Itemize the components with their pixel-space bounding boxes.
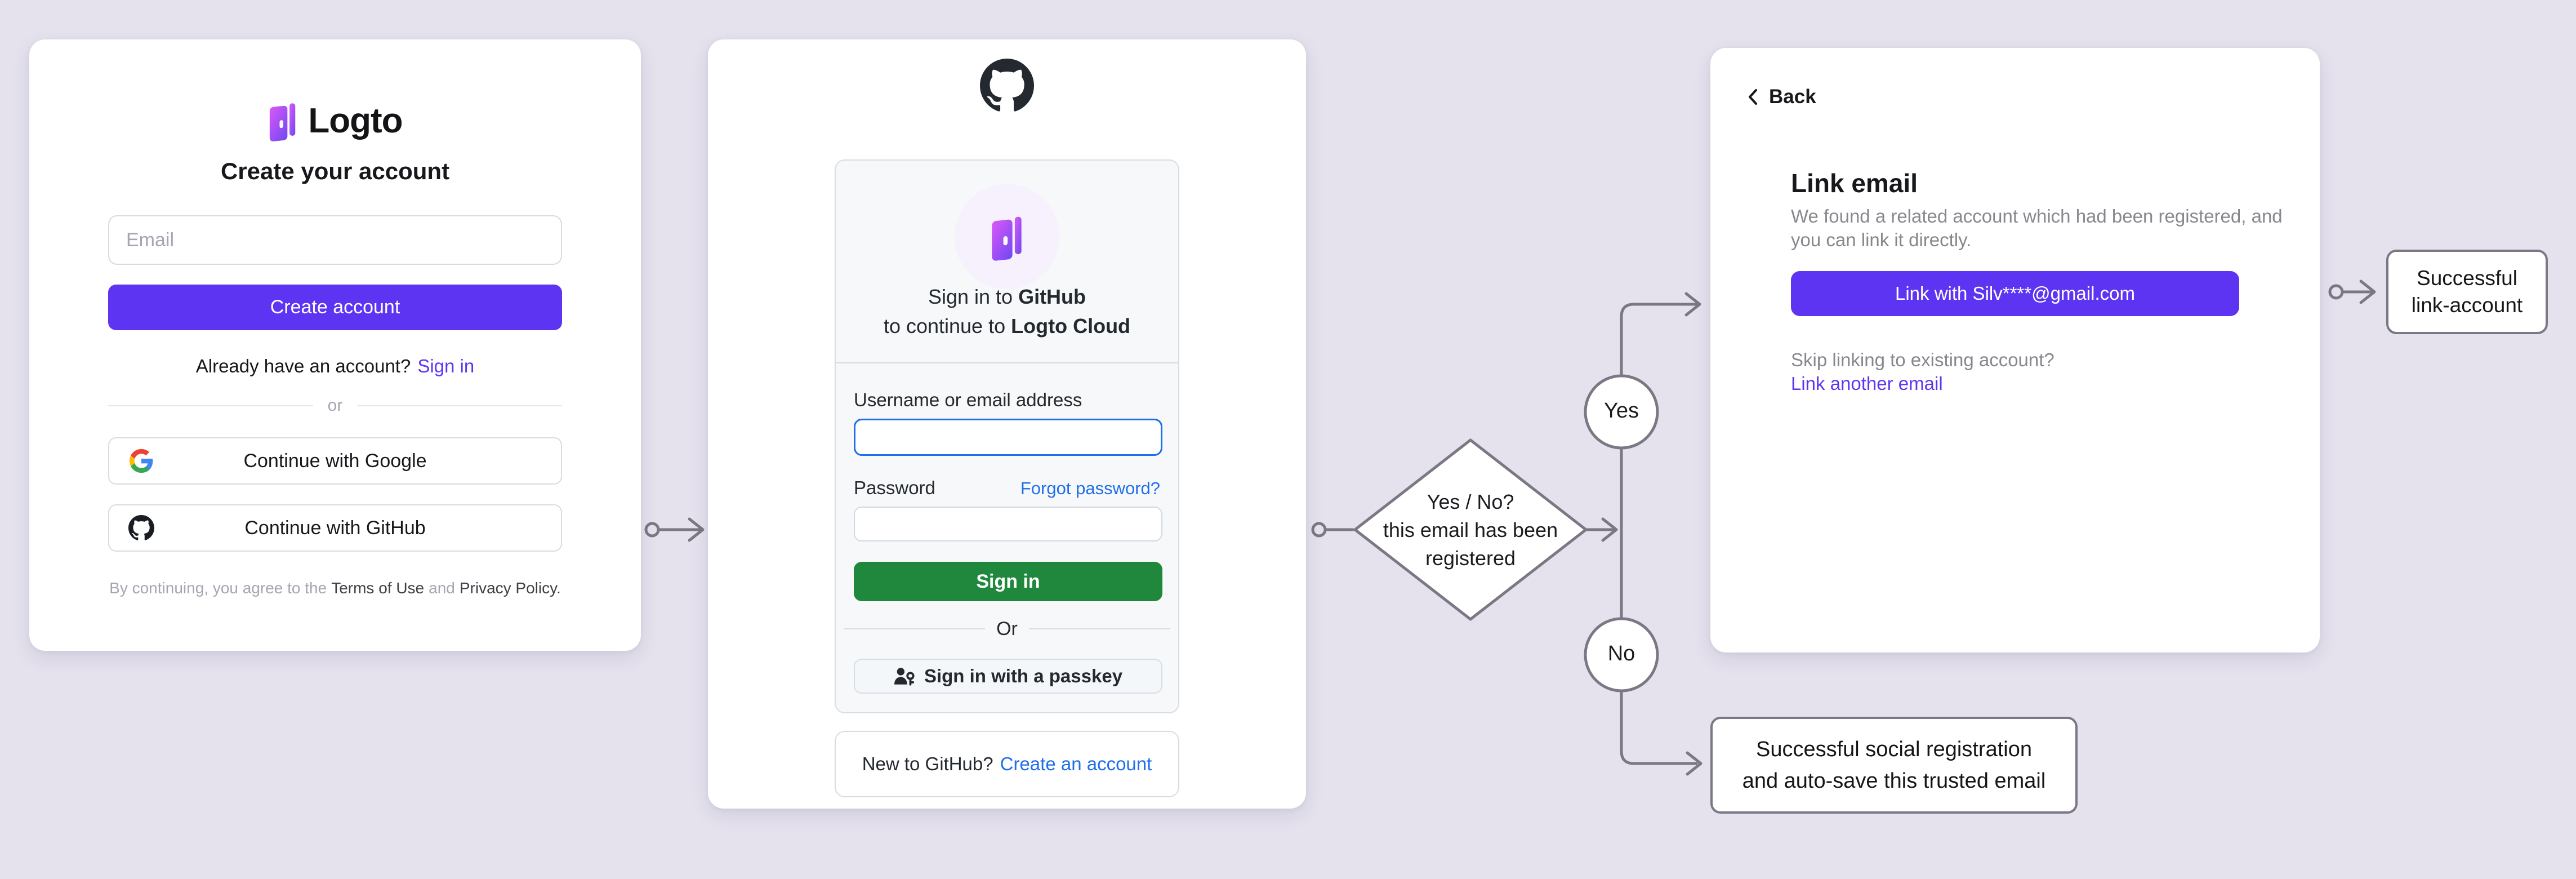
continue-with-github-button[interactable]: Continue with GitHub bbox=[108, 504, 562, 552]
app-avatar bbox=[955, 184, 1059, 289]
connector-right-to-outcome bbox=[2328, 279, 2376, 304]
connector-start-circle bbox=[2328, 284, 2344, 300]
create-an-account-link[interactable]: Create an account bbox=[1000, 753, 1152, 774]
divider-line bbox=[1028, 628, 1170, 629]
connector-start-circle bbox=[644, 522, 660, 538]
skip-linking-text: Skip linking to existing account? bbox=[1791, 349, 2054, 370]
username-input[interactable] bbox=[854, 419, 1162, 456]
link-another-email-link[interactable]: Link another email bbox=[1791, 373, 1943, 394]
username-label: Username or email address bbox=[854, 389, 1082, 410]
password-label: Password bbox=[854, 477, 935, 498]
continue-with-github-label: Continue with GitHub bbox=[244, 517, 426, 539]
signin-link[interactable]: Sign in bbox=[417, 356, 475, 376]
divider-line bbox=[108, 405, 313, 406]
footer-prompt-text: New to GitHub? bbox=[862, 753, 993, 774]
yes-node-label: Yes bbox=[1604, 399, 1639, 423]
logto-logo-text: Logto bbox=[308, 101, 403, 140]
or-divider: Or bbox=[844, 617, 1170, 641]
signin-prompt-text: Already have an account? bbox=[195, 356, 411, 376]
or-divider: or bbox=[108, 396, 562, 415]
continue-with-google-label: Continue with Google bbox=[243, 450, 427, 472]
page-title: Create your account bbox=[220, 158, 450, 184]
github-signin-button[interactable]: Sign in bbox=[854, 562, 1162, 601]
logto-door-icon bbox=[270, 103, 296, 141]
passkey-icon bbox=[894, 667, 915, 686]
connector-left-to-middle bbox=[644, 517, 705, 542]
forgot-password-link[interactable]: Forgot password? bbox=[1020, 478, 1160, 498]
no-node-circle bbox=[1584, 617, 1659, 692]
arrowhead-icon bbox=[688, 517, 705, 542]
continue-with-google-button[interactable]: Continue with Google bbox=[108, 437, 562, 485]
arrowhead-icon bbox=[1601, 517, 1618, 542]
back-button[interactable]: Back bbox=[1746, 85, 1816, 109]
google-icon bbox=[128, 448, 154, 474]
no-node-label: No bbox=[1607, 642, 1635, 665]
link-with-email-button[interactable]: Link with Silv****@gmail.com bbox=[1791, 271, 2239, 316]
or-divider-text: or bbox=[327, 396, 343, 415]
back-label: Back bbox=[1769, 86, 1816, 108]
terms-conjunction-text: and bbox=[429, 579, 455, 597]
or-divider-text: Or bbox=[996, 618, 1018, 640]
link-email-description: We found a related account which had bee… bbox=[1791, 206, 2283, 250]
connector-start-circle bbox=[1311, 522, 1327, 538]
passkey-signin-label: Sign in with a passkey bbox=[924, 665, 1123, 686]
logto-signup-card: Logto Create your account Create account… bbox=[29, 39, 641, 651]
link-email-card: Back Link email We found a related accou… bbox=[1710, 48, 2320, 652]
decision-label: Yes / No? this email has been registered bbox=[1383, 490, 1558, 570]
terms-of-use-link[interactable]: Terms of Use bbox=[331, 579, 425, 597]
decision-diamond bbox=[1353, 438, 1588, 621]
terms-prefix-text: By continuing, you agree to the bbox=[109, 579, 327, 597]
arrowhead-icon bbox=[2359, 279, 2376, 304]
connector-middle-to-decision bbox=[1311, 522, 1354, 538]
github-signin-card: Sign in to GitHub to continue to Logto C… bbox=[708, 39, 1306, 809]
passkey-signin-button[interactable]: Sign in with a passkey bbox=[854, 659, 1162, 694]
oauth-heading-line1: Sign in to GitHub bbox=[928, 285, 1086, 308]
divider-line bbox=[357, 405, 562, 406]
email-field[interactable] bbox=[108, 215, 562, 265]
branch-trunk bbox=[1620, 292, 1703, 776]
password-input[interactable] bbox=[854, 507, 1162, 541]
privacy-policy-link[interactable]: Privacy Policy. bbox=[459, 579, 561, 597]
page-title: Link email bbox=[1791, 168, 1918, 198]
github-oauth-panel: Sign in to GitHub to continue to Logto C… bbox=[835, 159, 1179, 713]
signin-prompt-row: Already have an account? Sign in bbox=[29, 354, 641, 379]
new-to-github-box: New to GitHub? Create an account bbox=[835, 731, 1179, 797]
connector-decision-to-trunk bbox=[1586, 517, 1618, 542]
arrowhead-icon bbox=[1684, 292, 1701, 317]
chevron-left-icon bbox=[1749, 89, 1757, 105]
github-octocat-icon bbox=[128, 515, 154, 541]
github-octocat-icon bbox=[980, 59, 1034, 116]
panel-divider bbox=[836, 362, 1178, 363]
logto-logo: Logto bbox=[29, 99, 641, 142]
create-account-button[interactable]: Create account bbox=[108, 285, 562, 330]
logto-door-icon bbox=[992, 216, 1022, 261]
oauth-heading-line2: to continue to Logto Cloud bbox=[883, 314, 1131, 338]
terms-line: By continuing, you agree to the Terms of… bbox=[29, 578, 641, 598]
outcome-social-registration-box: Successful social registration and auto-… bbox=[1710, 717, 2078, 814]
outcome-link-account-box: Successful link-account bbox=[2386, 250, 2548, 334]
divider-line bbox=[844, 628, 986, 629]
yes-node-circle bbox=[1584, 374, 1659, 450]
arrowhead-icon bbox=[1686, 751, 1703, 776]
